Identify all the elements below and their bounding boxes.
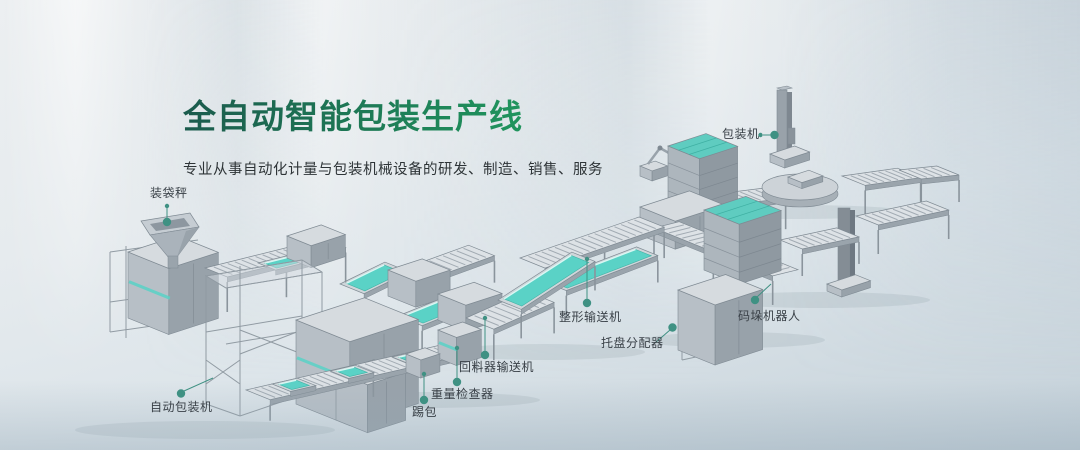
label-shaping-conveyor: 整形输送机 [559, 310, 622, 324]
page-subtitle: 专业从事自动化计量与包装机械设备的研发、制造、销售、服务 [183, 162, 603, 178]
leader-dot [454, 345, 460, 351]
leader-dot [452, 377, 462, 387]
leader-dot [668, 323, 677, 332]
label-palletizing-robot: 码垛机器人 [738, 309, 801, 323]
leader-dot [419, 395, 429, 405]
leader-dot [480, 350, 490, 360]
page-title: 全自动智能包装生产线 [183, 90, 603, 138]
leader-dot [421, 371, 427, 377]
label-pallet-dispenser: 托盘分配器 [601, 336, 664, 350]
leader-dot [162, 217, 172, 227]
hero-header: 全自动智能包装生产线 专业从事自动化计量与包装机械设备的研发、制造、销售、服务 [183, 90, 603, 179]
leader-shaping-conveyor [582, 256, 592, 308]
leader-dot [584, 256, 590, 262]
leader-palletizing-robot [750, 283, 772, 305]
leader-bag-kicker [419, 371, 429, 405]
label-bagging-scale: 装袋秤 [150, 186, 188, 200]
leader-auto-packing [176, 377, 214, 398]
leader-dot [482, 315, 488, 321]
label-auto-packing-machine: 自动包装机 [150, 400, 213, 414]
label-wrapping-machine: 包装机 [722, 127, 760, 141]
leader-dot [750, 295, 760, 305]
leader-dot [164, 203, 170, 209]
leader-dot [770, 130, 779, 140]
leader-dot [582, 298, 592, 308]
label-weight-checker: 重量检查器 [431, 387, 494, 401]
leader-wrapping-machine [758, 130, 779, 140]
leader-pallet-dispenser [654, 323, 677, 344]
leader-dot [758, 132, 763, 138]
leader-return-feeder [480, 315, 490, 360]
label-return-feeder-conveyor: 回料器输送机 [459, 360, 535, 374]
leader-dot [176, 389, 186, 398]
leader-weight-checker [452, 345, 462, 387]
label-bag-kicker: 踢包 [412, 405, 438, 419]
leader-bagging-scale [162, 203, 172, 227]
